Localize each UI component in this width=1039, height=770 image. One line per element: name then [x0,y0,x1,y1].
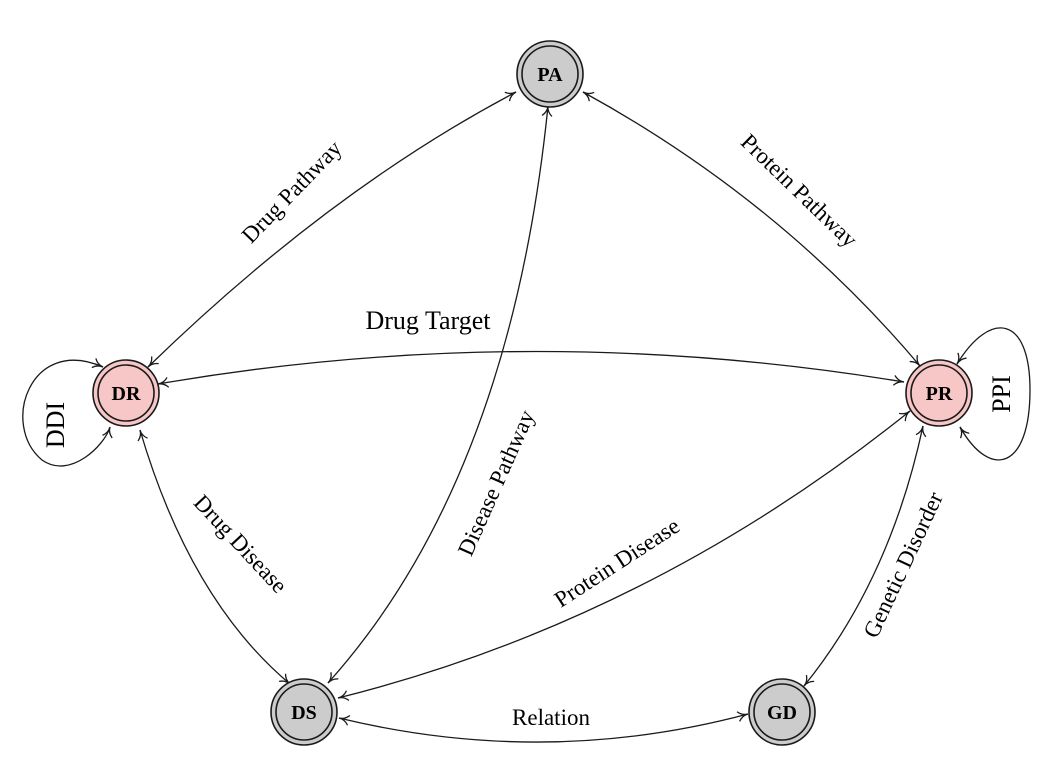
node-pr-label: PR [926,383,953,405]
label-ppi: PPI [987,375,1016,413]
node-pr: PR [905,359,973,427]
label-drug-pathway: Drug Pathway [237,135,347,248]
edge-drug-target [157,350,905,388]
node-dr: DR [92,359,160,427]
edge-protein-pathway [582,91,921,367]
node-gd: GD [748,678,816,746]
label-protein-pathway: Protein Pathway [736,129,863,253]
edge-disease-pathway [327,105,553,684]
label-genetic-disorder: Genetic Disorder [859,488,948,642]
node-ds-label: DS [291,702,317,724]
label-ddi: DDI [41,402,70,448]
label-disease-pathway: Disease Pathway [453,406,540,560]
edge-ddi-loop [22,358,113,467]
label-drug-target: Drug Target [365,306,491,335]
edge-genetic-disorder [803,425,927,687]
node-gd-label: GD [767,702,797,724]
node-pa-label: PA [537,64,563,86]
node-dr-label: DR [112,383,141,405]
edge-ppi-loop [956,327,1031,461]
edge-relation [338,711,749,743]
label-relation: Relation [512,705,590,730]
edge-drug-disease [137,429,291,685]
node-pa: PA [516,40,584,108]
node-ds: DS [270,678,338,746]
